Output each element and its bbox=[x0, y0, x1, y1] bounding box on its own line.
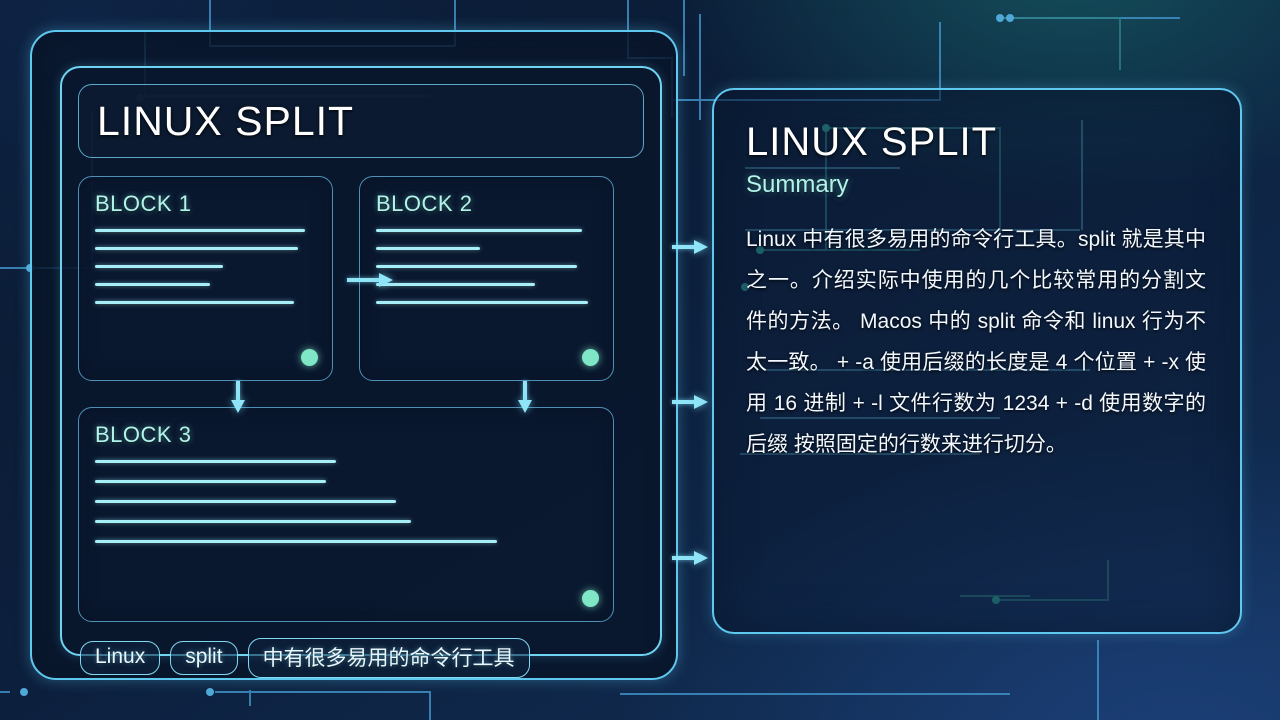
summary-body-text: Linux 中有很多易用的命令行工具。split 就是其中之一。介绍实际中使用的… bbox=[746, 228, 1206, 456]
arrow-shaft bbox=[672, 556, 694, 560]
arrow-head-icon bbox=[518, 400, 532, 413]
block-2-status-dot bbox=[582, 349, 599, 366]
block-1-line-3 bbox=[95, 265, 224, 268]
arrow-head-icon bbox=[379, 273, 393, 287]
block-3-line-3 bbox=[95, 500, 397, 503]
summary-subtitle: Summary bbox=[746, 171, 849, 198]
diagram-title-box: LINUX SPLIT bbox=[78, 84, 644, 158]
summary-panel: LINUX SPLIT Summary Linux 中有很多易用的命令行工具。s… bbox=[712, 88, 1242, 634]
block-1-line-2 bbox=[95, 247, 299, 250]
arrow-shaft bbox=[523, 381, 527, 401]
block-3-line-4 bbox=[95, 520, 412, 523]
connector-arrow-bottom bbox=[672, 551, 708, 565]
tag-description[interactable]: 中有很多易用的命令行工具 bbox=[247, 638, 530, 678]
arrow-shaft bbox=[236, 381, 240, 401]
diagram-title: LINUX SPLIT bbox=[97, 97, 355, 144]
block-2-label: BLOCK 2 bbox=[376, 191, 473, 216]
arrow-head-icon bbox=[694, 551, 708, 565]
connector-arrow-top bbox=[672, 240, 708, 254]
arrow-head-icon bbox=[231, 400, 245, 413]
block-3-status-dot bbox=[582, 590, 599, 607]
block-3-line-1 bbox=[95, 460, 336, 463]
block-2-line-3 bbox=[376, 265, 578, 268]
block-2[interactable]: BLOCK 2 bbox=[359, 176, 614, 381]
block-3-label: BLOCK 3 bbox=[95, 422, 192, 447]
block-2-line-5 bbox=[376, 301, 589, 304]
block-2-line-1 bbox=[376, 229, 582, 232]
arrow-shaft bbox=[672, 245, 694, 249]
connector-arrow-middle bbox=[672, 395, 708, 409]
block-1-label: BLOCK 1 bbox=[95, 191, 192, 216]
arrow-shaft bbox=[672, 400, 694, 404]
block-2-line-2 bbox=[376, 247, 480, 250]
block-3[interactable]: BLOCK 3 bbox=[78, 407, 614, 622]
arrow-block1-to-block3 bbox=[231, 381, 245, 413]
summary-title: LINUX SPLIT bbox=[746, 120, 998, 164]
arrow-shaft bbox=[347, 278, 380, 282]
arrow-block1-to-block2 bbox=[347, 273, 393, 287]
diagram-inner-frame: LINUX SPLIT BLOCK 1 BLOCK 2 bbox=[60, 66, 662, 678]
block-1-status-dot bbox=[301, 349, 318, 366]
arrow-block2-to-block3 bbox=[518, 381, 532, 413]
tag-linux[interactable]: Linux bbox=[80, 641, 161, 675]
arrow-head-icon bbox=[694, 240, 708, 254]
tags-row: Linux split 中有很多易用的命令行工具 bbox=[78, 638, 644, 678]
diagram-panel: LINUX SPLIT BLOCK 1 BLOCK 2 bbox=[30, 30, 678, 680]
block-1-line-1 bbox=[95, 229, 305, 232]
block-1-line-4 bbox=[95, 283, 210, 286]
block-2-line-4 bbox=[376, 283, 536, 286]
block-3-line-5 bbox=[95, 540, 497, 543]
block-1-line-5 bbox=[95, 301, 294, 304]
block-1[interactable]: BLOCK 1 bbox=[78, 176, 333, 381]
tag-split[interactable]: split bbox=[170, 641, 238, 675]
blocks-row: BLOCK 1 BLOCK 2 bbox=[78, 176, 644, 381]
block-3-line-2 bbox=[95, 480, 326, 483]
arrow-head-icon bbox=[694, 395, 708, 409]
